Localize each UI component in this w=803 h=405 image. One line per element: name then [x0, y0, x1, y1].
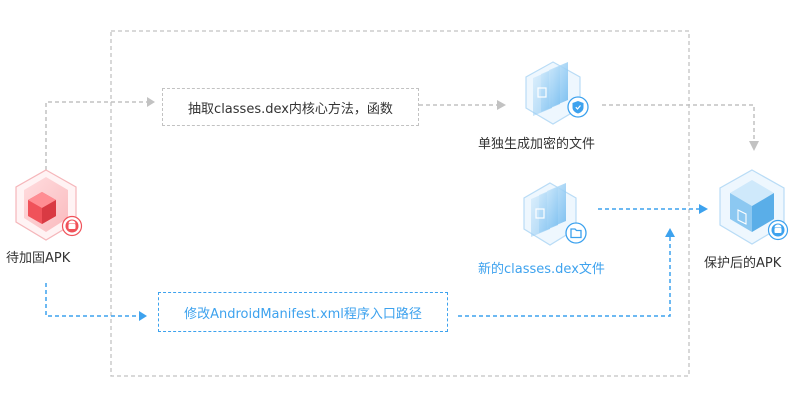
arrowhead-modify — [139, 311, 147, 321]
connector-input-to-extract — [45, 101, 150, 170]
shield-icon — [567, 96, 589, 118]
protected-apk-cube-icon — [719, 169, 785, 245]
encrypted-file-label: 单独生成加密的文件 — [478, 137, 596, 152]
connector-encrypted-to-protected — [602, 104, 755, 142]
encrypted-file-layers-icon — [525, 61, 581, 125]
arrowhead-newdex — [699, 204, 708, 214]
step-extract-label: 抽取classes.dex内核心方法，函数 — [188, 101, 393, 117]
step-modify-label: 修改AndroidManifest.xml程序入口路径 — [184, 306, 422, 322]
new-dex-layers-icon — [523, 182, 577, 246]
step-extract-methods: 抽取classes.dex内核心方法，函数 — [162, 88, 419, 126]
arrowhead-protected-top — [749, 141, 759, 151]
arrowhead-modify-up — [665, 228, 675, 237]
connector-modify-to-protected — [458, 236, 671, 317]
arrowhead-extract — [147, 97, 155, 107]
connector-input-to-modify — [45, 283, 140, 317]
step-modify-manifest: 修改AndroidManifest.xml程序入口路径 — [158, 292, 448, 332]
outer-frame — [110, 30, 690, 377]
new-dex-label: 新的classes.dex文件 — [478, 262, 605, 277]
protected-apk-label: 保护后的APK — [704, 256, 782, 271]
arrowhead-encrypted — [497, 100, 506, 110]
android-icon — [61, 215, 83, 237]
android-icon — [767, 219, 789, 241]
input-apk-label: 待加固APK — [6, 251, 71, 266]
input-apk-cube-icon — [15, 169, 77, 241]
folder-icon — [565, 222, 587, 244]
